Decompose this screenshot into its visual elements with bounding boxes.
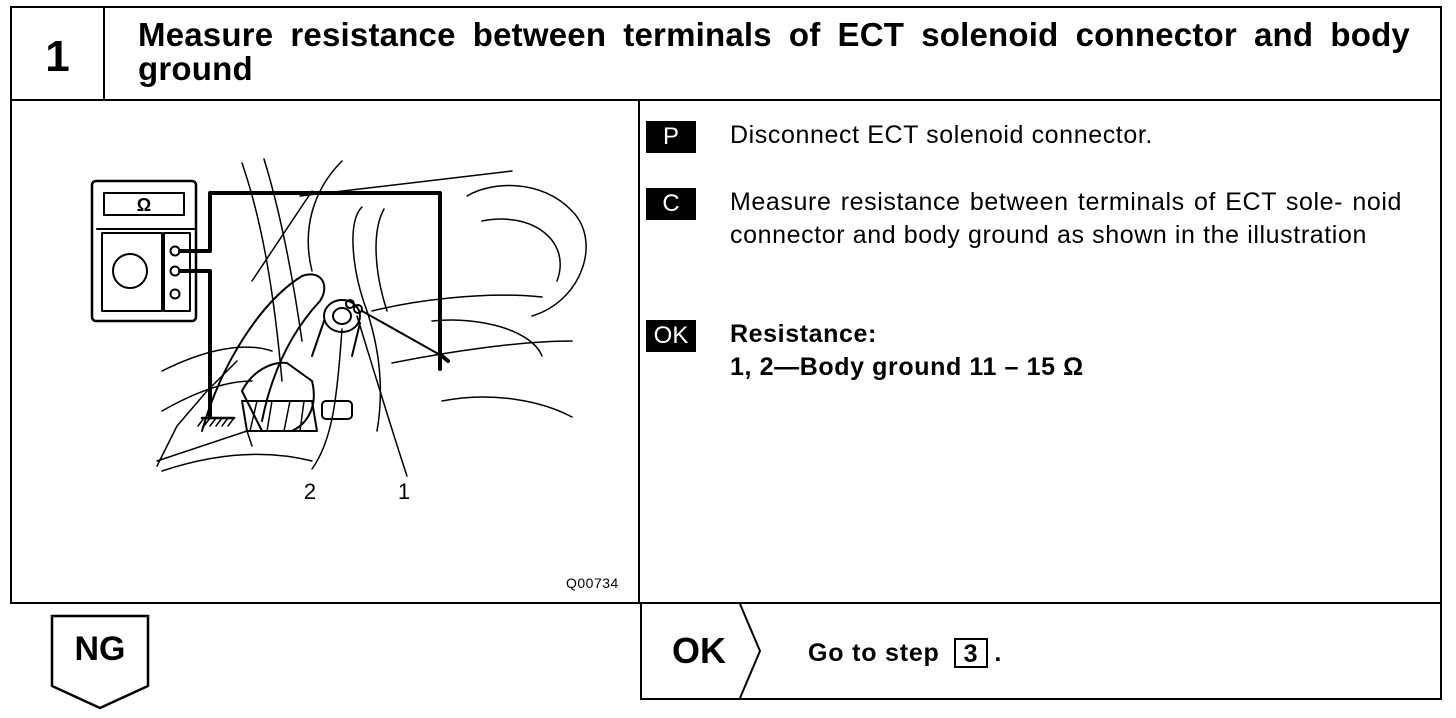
step-table: 1 Measure resistance between terminals o…	[10, 6, 1442, 604]
illustration-panel: Ω 2 1 Q00734	[12, 101, 640, 602]
goto-suffix: .	[994, 638, 1003, 667]
resistance-value: 1, 2—Body ground 11 – 15 Ω	[730, 353, 1084, 381]
meter-symbol-label: Ω	[137, 195, 151, 215]
ok-label: OK	[672, 630, 726, 671]
instruction-check: C Measure resistance between terminals o…	[646, 186, 1402, 252]
instruction-prepare: P Disconnect ECT solenoid connector.	[646, 119, 1400, 153]
callout-1: 1	[398, 479, 410, 504]
tag-ok: OK	[646, 320, 696, 352]
ohmmeter-connection-illustration: Ω 2 1	[90, 158, 587, 504]
ng-result-tab	[50, 614, 150, 710]
instruction-text: Disconnect ECT solenoid connector.	[730, 121, 1153, 149]
instruction-text: Measure resistance between terminals of …	[730, 188, 1402, 249]
step-number: 1	[12, 8, 105, 99]
goto-text: Go to step	[808, 638, 940, 667]
goto-instruction: Go to step 3 .	[808, 638, 1002, 668]
ng-label: NG	[74, 630, 126, 668]
callout-2: 2	[304, 479, 316, 504]
ok-result-row: OK Go to step 3 .	[640, 604, 1442, 700]
tag-p: P	[646, 121, 696, 153]
tag-c: C	[646, 188, 696, 220]
step-title: Measure resistance between terminals of …	[138, 16, 1410, 87]
resistance-heading: Resistance:	[730, 320, 877, 348]
resistance-spec: Resistance: 1, 2—Body ground 11 – 15 Ω	[730, 318, 1400, 384]
instruction-ok-criteria: OK Resistance: 1, 2—Body ground 11 – 15 …	[646, 318, 1400, 384]
chevron-right-icon	[739, 604, 762, 698]
step-header: 1 Measure resistance between terminals o…	[12, 8, 1440, 101]
goto-step-link[interactable]: 3	[953, 638, 989, 668]
illustration-code: Q00734	[566, 575, 619, 591]
